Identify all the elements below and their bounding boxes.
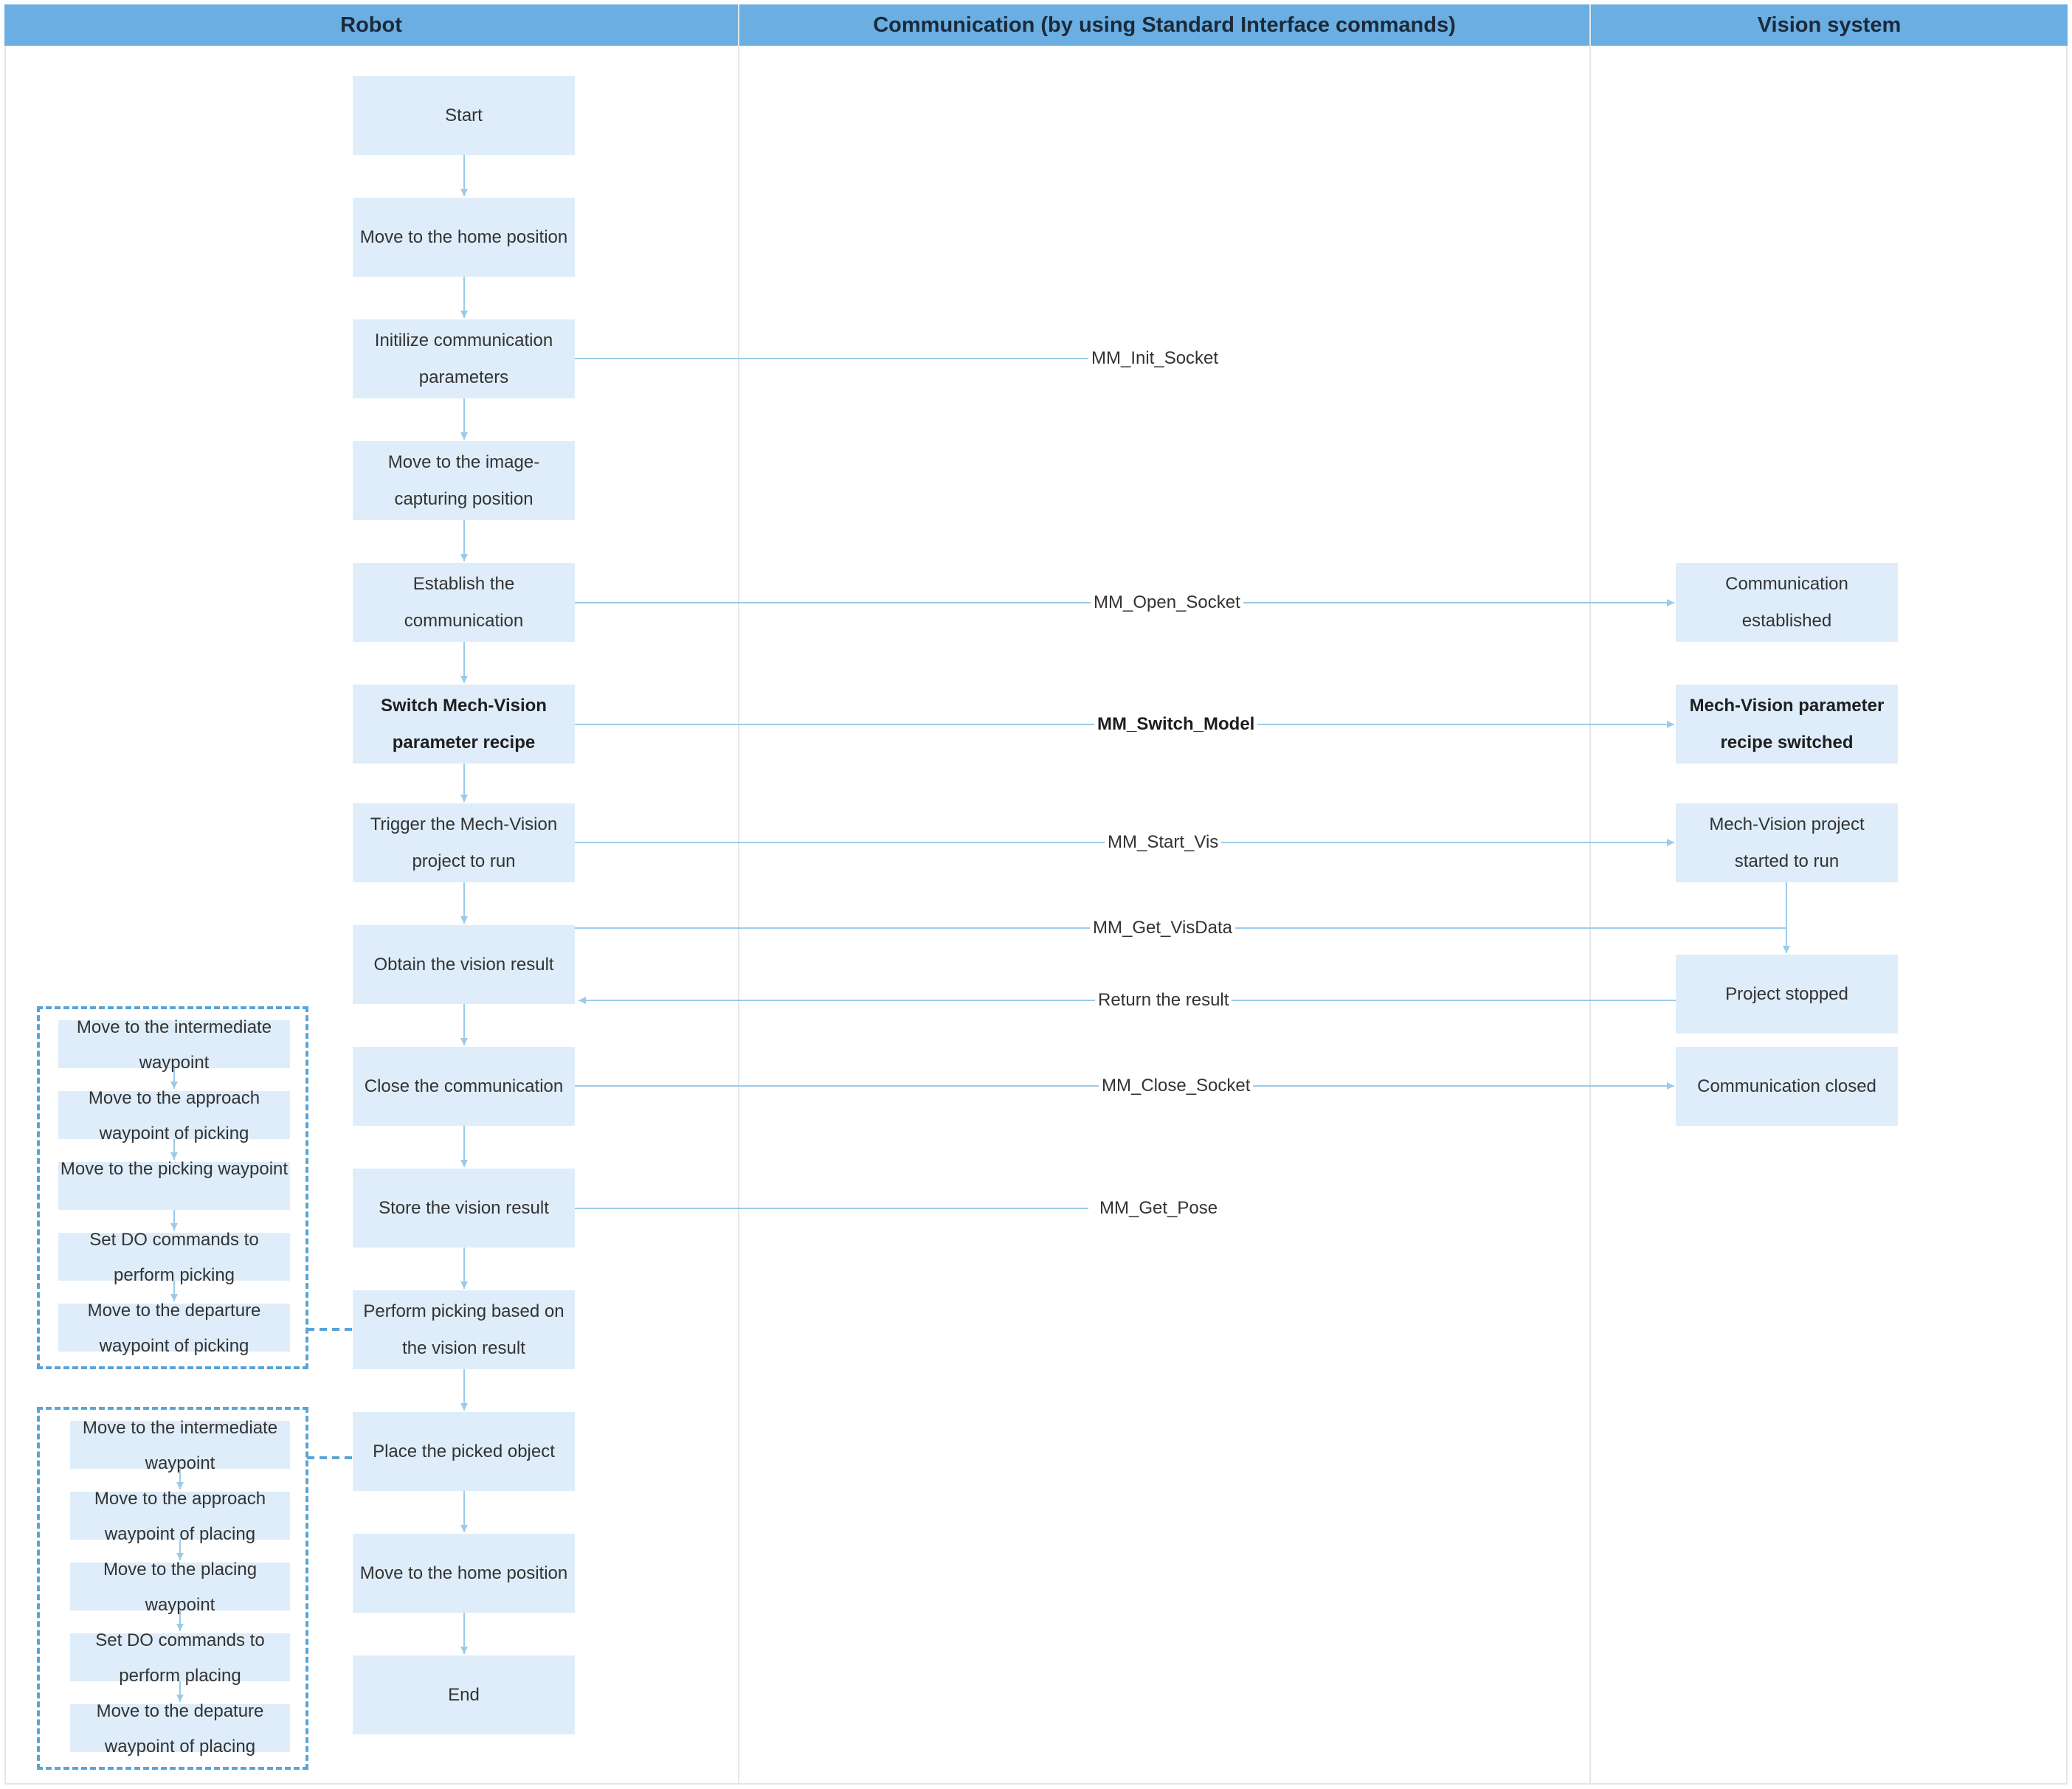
step-perform-picking: Perform picking based on the vision resu… <box>353 1290 575 1369</box>
step-establish-communication: Establish the communication <box>353 563 575 642</box>
message-switch-model: MM_Switch_Model <box>1094 713 1258 736</box>
step-store-result: Store the vision result <box>353 1169 575 1248</box>
placing-substeps-group <box>37 1407 308 1770</box>
vision-recipe-switched: Mech-Vision parameter recipe switched <box>1676 685 1898 764</box>
vision-communication-closed: Communication closed <box>1676 1047 1898 1126</box>
message-get-visdata: MM_Get_VisData <box>1090 917 1235 939</box>
message-get-pose: MM_Get_Pose <box>1097 1197 1221 1219</box>
place-substep: Move to the depature waypoint of placing <box>70 1701 290 1757</box>
step-move-capture-position: Move to the image-capturing position <box>353 441 575 520</box>
message-open-socket: MM_Open_Socket <box>1091 592 1243 614</box>
pick-substep: Move to the picking waypoint <box>58 1159 290 1210</box>
step-end: End <box>353 1655 575 1734</box>
lane-header-communication: Communication (by using Standard Interfa… <box>739 4 1589 46</box>
lane-divider <box>738 4 739 1785</box>
place-substep: Move to the intermediate waypoint <box>70 1418 290 1473</box>
step-move-home: Move to the home position <box>353 198 575 277</box>
vision-project-started: Mech-Vision project started to run <box>1676 803 1898 882</box>
message-start-vis: MM_Start_Vis <box>1105 831 1222 854</box>
pick-substep: Move to the approach waypoint of picking <box>58 1088 290 1143</box>
pick-substep: Move to the intermediate waypoint <box>58 1017 290 1073</box>
message-init-socket: MM_Init_Socket <box>1088 347 1222 370</box>
step-move-home-final: Move to the home position <box>353 1534 575 1613</box>
step-place-object: Place the picked object <box>353 1412 575 1491</box>
lane-header-robot: Robot <box>4 4 738 46</box>
step-start: Start <box>353 76 575 155</box>
place-substep: Set DO commands to perform placing <box>70 1630 290 1686</box>
place-substep: Move to the placing waypoint <box>70 1560 290 1615</box>
step-obtain-result: Obtain the vision result <box>353 925 575 1004</box>
vision-communication-established: Communication established <box>1676 563 1898 642</box>
step-trigger-project: Trigger the Mech-Vision project to run <box>353 803 575 882</box>
lane-divider <box>1589 4 1591 1785</box>
step-switch-recipe: Switch Mech-Vision parameter recipe <box>353 685 575 764</box>
message-return-result: Return the result <box>1095 989 1232 1011</box>
message-close-socket: MM_Close_Socket <box>1099 1075 1254 1097</box>
vision-project-stopped: Project stopped <box>1676 955 1898 1034</box>
pick-substep: Set DO commands to perform picking <box>58 1230 290 1285</box>
lane-header-vision: Vision system <box>1591 4 2068 46</box>
step-close-communication: Close the communication <box>353 1047 575 1126</box>
step-init-communication: Initilize communication parameters <box>353 319 575 398</box>
place-substep: Move to the approach waypoint of placing <box>70 1489 290 1544</box>
pick-substep: Move to the departure waypoint of pickin… <box>58 1301 290 1356</box>
picking-substeps-group <box>37 1006 308 1369</box>
